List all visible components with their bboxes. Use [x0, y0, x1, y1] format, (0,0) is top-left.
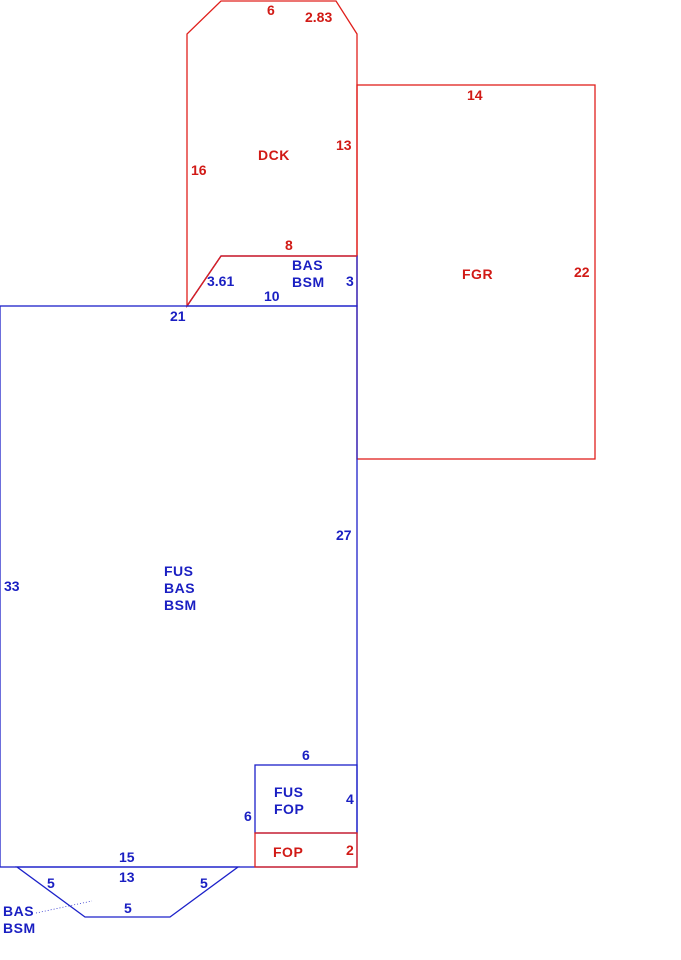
deck-right-dimension: 13: [336, 137, 352, 153]
deck-bottom-dimension: 8: [285, 237, 293, 253]
main-label-line-3: BSM: [164, 597, 197, 613]
bay-right-dimension: 5: [200, 875, 208, 891]
deck-left-dimension: 16: [191, 162, 207, 178]
main-top-dimension: 21: [170, 308, 186, 324]
porch-top-dimension: 6: [302, 747, 310, 763]
bas-upper-right-dimension: 3: [346, 273, 354, 289]
bas-upper-diag-edge: [186, 255, 222, 307]
garage-right-dimension: 22: [574, 264, 590, 280]
porch-lower-outline: [254, 832, 358, 868]
garage-label: FGR: [462, 266, 493, 282]
deck-label: DCK: [258, 147, 290, 163]
porch-upper-outline: [254, 764, 358, 834]
bay-top-dimension: 13: [119, 869, 135, 885]
bay-bottom-dimension: 5: [124, 900, 132, 916]
bay-left-dimension: 5: [47, 875, 55, 891]
deck-corner-dimension: 2.83: [305, 9, 332, 25]
main-right-dimension: 27: [336, 527, 352, 543]
bay-outline: [15, 866, 240, 918]
bas-upper-label-line-1: BAS: [292, 257, 323, 273]
garage-top-dimension: 14: [467, 87, 483, 103]
main-left-dimension: 33: [4, 578, 20, 594]
porch-upper-right-dimension: 4: [346, 791, 354, 807]
bay-leader-line: [35, 900, 93, 914]
porch-lower-label: FOP: [273, 844, 303, 860]
porch-upper-label-line-2: FOP: [274, 801, 304, 817]
main-label-line-1: FUS: [164, 563, 194, 579]
bas-upper-bottom-dimension: 10: [264, 288, 280, 304]
deck-top-dimension: 6: [267, 2, 275, 18]
bas-upper-label-line-2: BSM: [292, 274, 325, 290]
porch-lower-right-dimension: 2: [346, 842, 354, 858]
main-label-line-2: BAS: [164, 580, 195, 596]
porch-upper-label-line-1: FUS: [274, 784, 304, 800]
bas-upper-diag-dimension: 3.61: [207, 273, 234, 289]
main-bottom-dimension: 15: [119, 849, 135, 865]
bay-label-line-1: BAS: [3, 903, 34, 919]
bay-label-line-2: BSM: [3, 920, 36, 936]
porch-left-dimension: 6: [244, 808, 252, 824]
